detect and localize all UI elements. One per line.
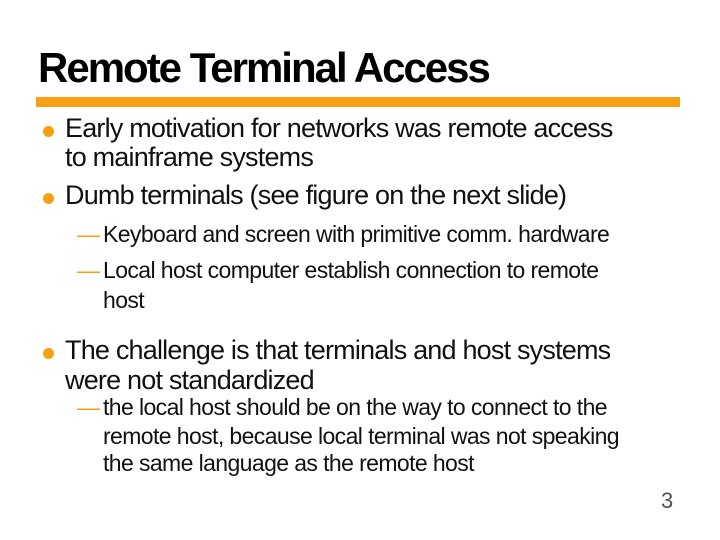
sub-bullet-2-1: —Keyboard and screen with primitive comm…	[77, 221, 610, 247]
sub-bullet-2-2-text: Local host computer establish connection…	[103, 257, 599, 283]
bullet-1-line-1: Early motivation for networks was remote…	[65, 113, 613, 143]
sub-bullet-3-1-line-3: the same language as the remote host	[103, 450, 475, 476]
sub-bullet-3-1-text: the local host should be on the way to c…	[103, 394, 608, 420]
sub-bullet-3-1: —the local host should be on the way to …	[77, 394, 608, 420]
bullet-1-line-2: to mainframe systems	[65, 142, 314, 172]
sub-bullet-2-2-line-2: host	[103, 287, 145, 313]
bullet-3-line-1: The challenge is that terminals and host…	[65, 335, 611, 365]
title-underline-rule	[36, 97, 680, 107]
sub-bullet-3-1-line-2: remote host, because local terminal was …	[103, 423, 620, 449]
em-dash-icon: —	[77, 221, 100, 247]
page-number: 3	[661, 488, 674, 513]
bullet-2-line-1: Dumb terminals (see figure on the next s…	[65, 180, 567, 210]
em-dash-icon: —	[77, 394, 100, 420]
slide-title: Remote Terminal Access	[38, 44, 491, 91]
sub-bullet-2-1-text: Keyboard and screen with primitive comm.…	[103, 221, 610, 247]
bullet-icon	[43, 348, 54, 359]
bullet-icon	[43, 126, 54, 137]
sub-bullet-2-2: —Local host computer establish connectio…	[77, 257, 599, 283]
em-dash-icon: —	[77, 257, 100, 283]
bullet-icon	[43, 193, 54, 204]
bullet-3-line-2: were not standardized	[65, 365, 315, 395]
